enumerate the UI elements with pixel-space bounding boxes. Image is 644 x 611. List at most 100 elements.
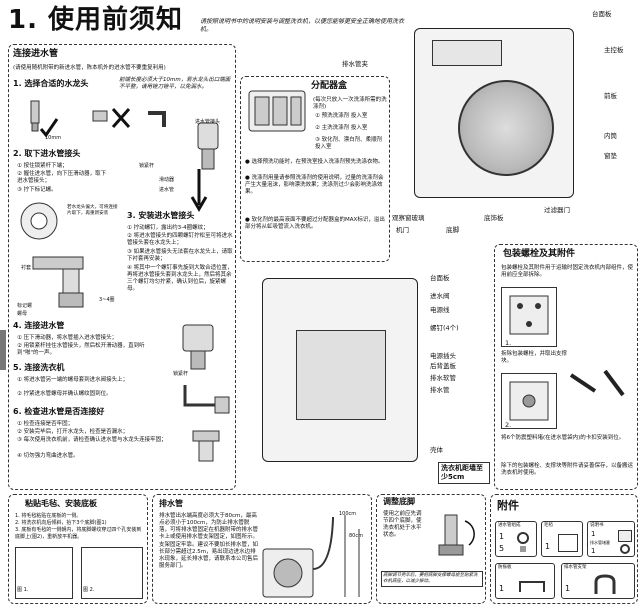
back-label-back-cover: 后背盖板 xyxy=(430,362,456,370)
accessory-inlet-hose: 进水管组成 1 5 xyxy=(495,521,537,557)
front-label-inner-drum: 内筒 xyxy=(604,132,617,140)
water-inlet-note: (请使用随机附带的新进水管，陈本机外的进水管不要重复利用) xyxy=(13,65,166,71)
step5-item-1: ① 将进水管另一端的螺母套到进水阀接头上； xyxy=(17,377,129,383)
step3-title: 3. 安装进水管接头 xyxy=(127,211,195,220)
accessory-name: 说明书 xyxy=(590,523,604,528)
gasket-illustration xyxy=(17,197,61,245)
accessory-qty: 1 xyxy=(545,542,551,551)
adjust-feet-caption: 底脚调节完毕后，要把底脚支撑螺母旋至贴紧洗衣机底座，以减少振动。 xyxy=(381,571,483,587)
anti-skid-title: 粘贴毛毡、安装底板 xyxy=(25,499,97,508)
front-label-door: 机门 xyxy=(396,226,409,234)
accessory-felt: 毛毡 1 xyxy=(541,521,583,557)
step2-label-hose: 进水管 xyxy=(159,187,175,193)
dispenser-illustration xyxy=(245,81,309,137)
back-cover-panel xyxy=(296,330,386,420)
step3-item-2: ② 将进水管接头的四颗螺钉拧松至可将进水管接头套在水龙头上； xyxy=(127,233,233,247)
step3-label-bushing: 衬套 xyxy=(21,265,32,271)
foot-illustration xyxy=(425,511,483,567)
water-inlet-section: 连接进水管 (请使用随机附带的新进水管，陈本机外的进水管不要重复利用) 1. 选… xyxy=(8,44,236,490)
transport-step2-number: 2. xyxy=(505,421,512,429)
accessory-name: 排水管支架 xyxy=(564,565,587,570)
transport-bolts-text: 包装螺栓及其附件用于运输时固定洗衣机内部组件，使用前应全部拆除。 xyxy=(501,265,634,279)
water-inlet-title: 连接进水管 xyxy=(13,49,59,59)
inlet-connector-illustration xyxy=(184,115,232,175)
step3-label-turns: 3~4圈 xyxy=(99,297,115,303)
adjust-feet-text: 使用之前应先调节四个底脚，使洗衣机处于水平状态。 xyxy=(383,511,422,539)
drain-hose-section: 排水管 排水管出水端高度必须大于80cm，最高点必须小于100cm，为防止排水管… xyxy=(152,494,372,604)
anti-skid-item-1: 1. 将毛毡粘贴在底板的一侧。 xyxy=(15,513,82,519)
washer-connection-illustration xyxy=(175,381,233,425)
step3-item-4: ④ 将其中一个螺钉事先旋到大致合适位置，再将进水管接头套到水龙头上，然后将其余三… xyxy=(127,265,233,293)
wall-clearance-note: 洗衣机距墙至少5cm xyxy=(438,462,490,484)
step6-item-1: ① 检查连接是否牢固； xyxy=(17,421,74,427)
step3-item-3: ③ 如果进水管接头无法套在水龙头上，请取下衬套再安装； xyxy=(127,249,233,263)
plug-icon xyxy=(620,544,630,554)
step2-label-lever: 锁紧杆 xyxy=(139,163,155,169)
front-label-drain-clip: 排水管夹 xyxy=(342,60,368,68)
check-connection-illustration xyxy=(185,427,231,473)
anti-skid-section: 粘贴毛毡、安装底板 1. 将毛毡粘贴在底板的一侧。 2. 将洗衣机向后倾斜，抬下… xyxy=(8,494,148,604)
arrow-down-icon xyxy=(184,165,214,215)
transport-step2-illustration xyxy=(501,373,557,429)
connector-label: 进水管接头 xyxy=(195,119,221,125)
accessory-extra: 排水管堵塞 xyxy=(590,540,610,545)
dispenser-item-3: ③ 软化剂、漂白剂、柔顺剂 投入室 xyxy=(315,137,383,151)
adjust-feet-section: 调整底脚 使用之前应先调节四个底脚，使洗衣机处于水平状态。 底脚调节完毕后，要把… xyxy=(376,494,486,604)
accessory-qty2: 1 xyxy=(591,547,596,555)
front-label-filter-door: 过滤器门 xyxy=(544,206,570,214)
front-label-glass: 观察窗玻璃 xyxy=(392,214,425,222)
fig1-illustration xyxy=(15,547,73,599)
step2-item-1: ① 按住锁紧杆下端； xyxy=(17,163,68,169)
fig1-label: 图 1. xyxy=(17,587,29,593)
drain-hose-illustration xyxy=(261,509,369,599)
step2-item-2: ② 握住进水管，向下压滑动器，取下进水管接头； xyxy=(17,171,107,185)
transport-bolts-title: 包装螺栓及其附件 xyxy=(503,249,576,259)
accessory-drain-bracket: 排水管支架 1 xyxy=(561,563,635,599)
faucet-bad-illustration xyxy=(89,105,139,135)
drum-window xyxy=(458,80,554,176)
accessories-section: 附件 进水管组成 1 5 毛毡 1 说明书 1 排水管堵塞 1 防振板 1 排水… xyxy=(490,494,638,604)
back-label-cabinet: 壳体 xyxy=(430,446,443,454)
front-label-foot: 底脚 xyxy=(446,226,459,234)
accessory-manual: 说明书 1 排水管堵塞 1 xyxy=(587,521,635,557)
step4-item-2: ② 用锁紧杆挂住水管接头，然后松开滑动器，直到听到"啪"的一声。 xyxy=(17,343,145,357)
accessory-qty: 1 xyxy=(499,584,505,593)
accessory-name: 进水管组成 xyxy=(498,523,521,528)
back-label-power-cord: 电源线 xyxy=(430,306,450,314)
back-label-top-panel: 台面板 xyxy=(430,274,450,282)
accessory-qty: 1 xyxy=(565,584,571,593)
step6-item-2: ② 安装完毕后，打开水龙头，检查是否漏水； xyxy=(17,429,129,435)
dispenser-bullet-3: ● 软化剂的最高液面不要超过分配器盒的MAX标识，溢出部分将从虹吸管流入洗衣机。 xyxy=(245,217,385,231)
fig2-illustration xyxy=(81,547,143,599)
drain-height-100: 100cm xyxy=(339,511,357,517)
accessory-name: 毛毡 xyxy=(544,523,553,528)
step3-label-nut: 螺母 xyxy=(17,311,28,317)
step5-item-2: ② 拧紧进水管螺母并确认螺纹固到位。 xyxy=(17,391,112,397)
felt-icon xyxy=(558,534,578,552)
step3-item-1: ① 拧动螺钉，露出约3-4圈螺纹； xyxy=(127,225,209,231)
back-label-drain-soft-hose: 排水软管 xyxy=(430,374,456,382)
back-label-drain-hose: 排水管 xyxy=(430,386,450,394)
back-label-plug: 电源插头 xyxy=(430,352,456,360)
transport-step1-illustration xyxy=(501,287,557,347)
dispenser-section: 分配器盒 (每次只放入一次洗涤所需的洗涤剂) ① 预洗洗涤剂 投入室 ② 主洗洗… xyxy=(240,76,390,262)
drain-height-80: 80cm xyxy=(349,533,363,539)
drain-hose-title: 排水管 xyxy=(159,499,183,508)
back-label-inlet-valve: 进水阀 xyxy=(430,292,450,300)
page-title: 1. 使用前须知 xyxy=(8,5,184,35)
faucet-install-illustration xyxy=(23,249,113,315)
accessories-title: 附件 xyxy=(497,499,519,512)
step2-item-3: ③ 拧下标记螺。 xyxy=(17,187,57,193)
page-subtitle: 请按照说明书中的说明安装与调整洗衣机，以便您能够更安全正确地使用洗衣机。 xyxy=(200,18,405,33)
size-label: 10mm xyxy=(45,135,62,141)
hose-icon xyxy=(512,532,534,554)
connect-hose-illustration xyxy=(169,321,229,371)
dispenser-title: 分配器盒 xyxy=(311,81,348,91)
dispenser-bullet-2: ● 洗涤剂用量请参照洗涤剂的使用说明，过量的洗涤剂会产生大量泡沫，影响漂洗效果；… xyxy=(245,175,384,196)
side-tab xyxy=(0,330,6,370)
accessory-name: 防振板 xyxy=(498,565,512,570)
accessory-qty2: 5 xyxy=(499,544,505,553)
dispenser-intro: (每次只放入一次洗涤所需的洗涤剂) xyxy=(313,97,387,111)
accessory-qty: 1 xyxy=(591,530,596,538)
step6-item-3: ③ 每次使用洗衣机前，请检查确认进水管与水龙头连接牢固； xyxy=(17,437,167,443)
